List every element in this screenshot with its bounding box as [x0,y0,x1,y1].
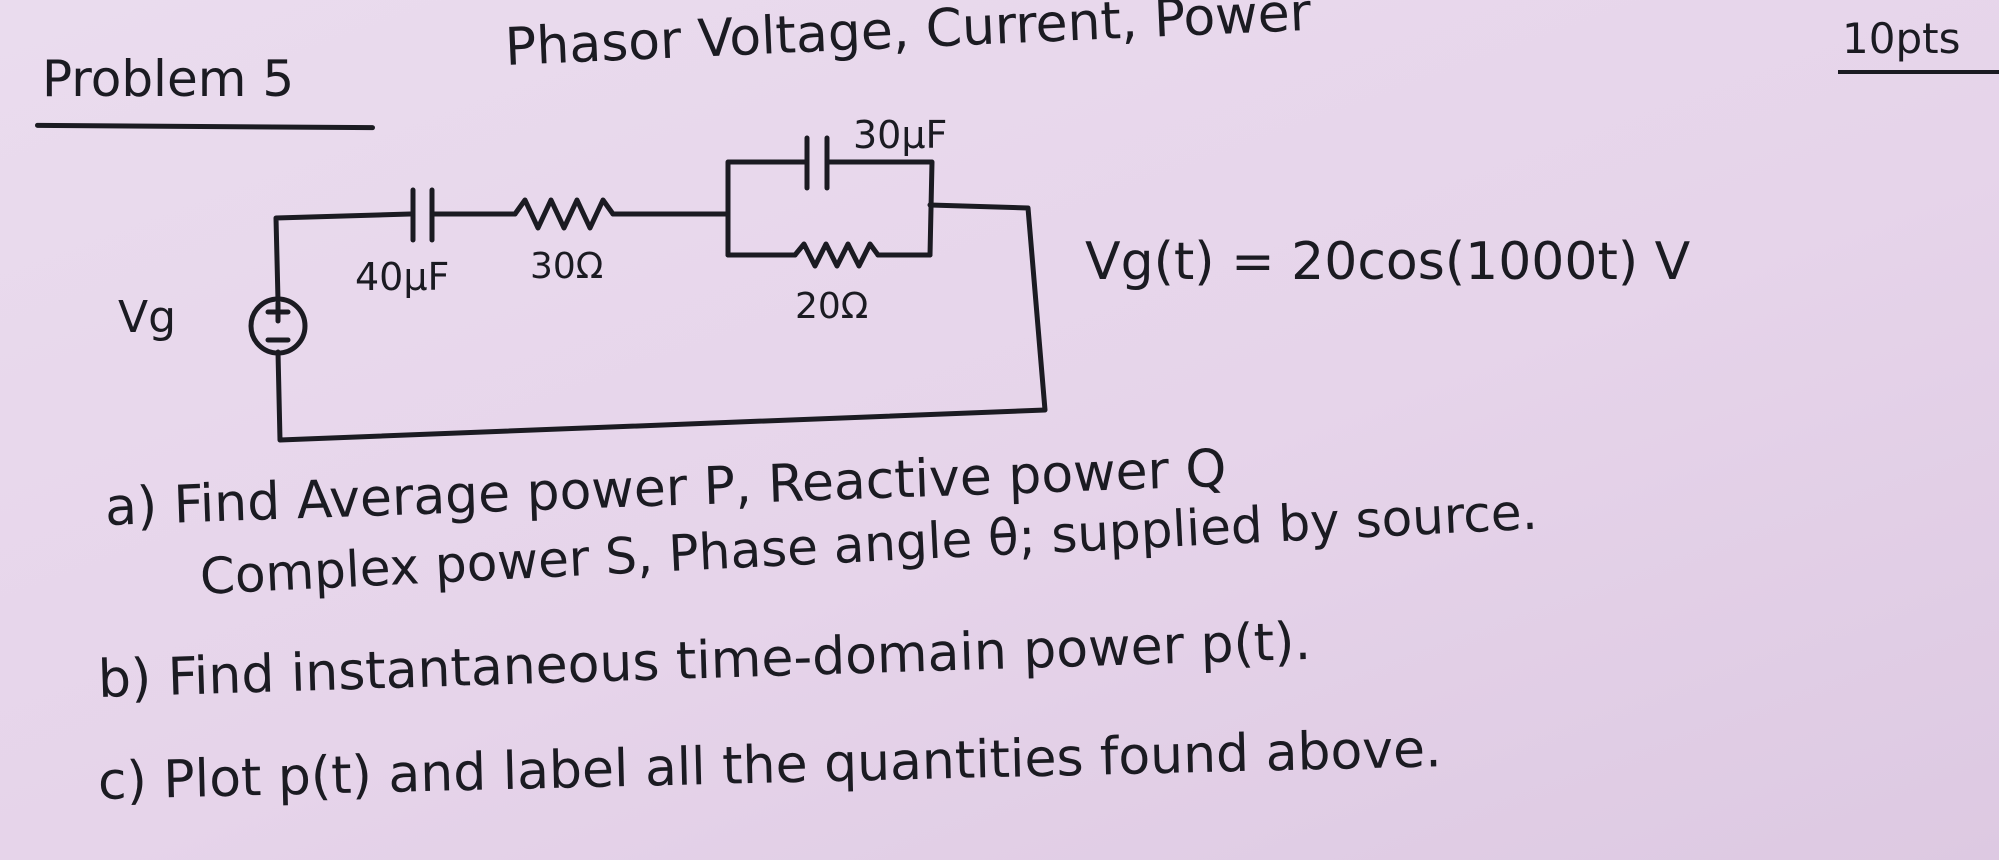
source-label: Vg [118,292,177,343]
wire-left-upper [273,211,413,303]
resistor-30 [512,197,616,231]
parallel-top-right [824,159,935,258]
voltage-source-icon [248,296,308,356]
resistor-20 [792,241,881,269]
problem-number: Problem 5 [42,50,295,108]
points-label: 10pts [1842,14,1961,63]
res-30-label: 30Ω [530,246,603,287]
cap-40-label: 40μF [355,255,449,299]
points-underline [1838,70,1999,74]
wire-right [275,202,1048,443]
cap-30-label: 30μF [853,113,947,157]
parallel-left-branch [725,159,808,258]
source-equation: Vg(t) = 20cos(1000t) V [1085,232,1691,292]
res-20-label: 20Ω [795,286,868,327]
